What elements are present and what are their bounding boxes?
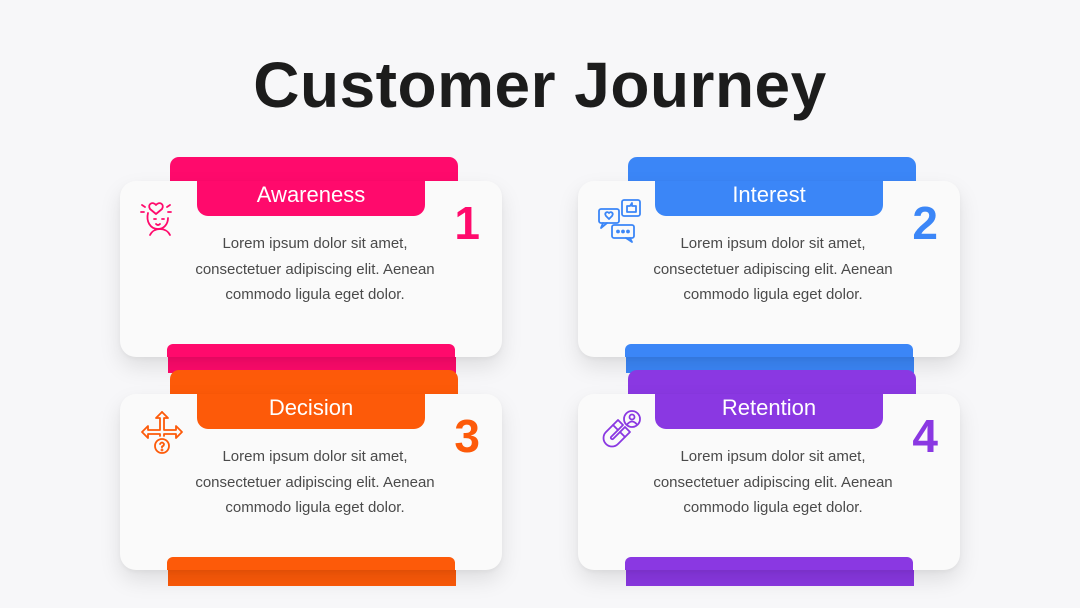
card-number: 4 — [912, 410, 938, 462]
card-bar-peek — [167, 557, 455, 570]
card-header-label: Awareness — [197, 181, 425, 216]
card-description: Lorem ipsum dolor sit amet, consectetuer… — [195, 448, 435, 516]
card-bar-peek — [625, 344, 913, 357]
card-bar-peek — [625, 557, 913, 570]
journey-card-retention: Retention 4 Lorem ipsum dolor sit amet, … — [578, 370, 960, 590]
card-bar-peek — [167, 344, 455, 357]
card-number: 3 — [454, 410, 480, 462]
journey-card-interest: Interest 2 Lorem ipsum dolor sit amet, c… — [578, 157, 960, 377]
card-header-label: Interest — [655, 181, 883, 216]
head-heart-icon — [140, 202, 172, 236]
card-header-label: Retention — [655, 394, 883, 429]
card-header-label: Decision — [197, 394, 425, 429]
journey-card-decision: Decision 3 Lorem ipsum dolor sit amet, c… — [120, 370, 502, 590]
chat-like-icon — [598, 199, 641, 243]
card-number: 2 — [912, 197, 938, 249]
journey-card-awareness: Awareness 1 Lorem ipsum dolor sit amet, … — [120, 157, 502, 377]
card-description: Lorem ipsum dolor sit amet, consectetuer… — [653, 448, 893, 516]
magnet-user-icon — [602, 410, 641, 448]
card-description: Lorem ipsum dolor sit amet, consectetuer… — [653, 235, 893, 303]
card-number: 1 — [454, 197, 480, 249]
page-title: Customer Journey — [253, 49, 827, 121]
direction-arrows-icon — [141, 411, 183, 454]
card-description: Lorem ipsum dolor sit amet, consectetuer… — [195, 235, 435, 303]
